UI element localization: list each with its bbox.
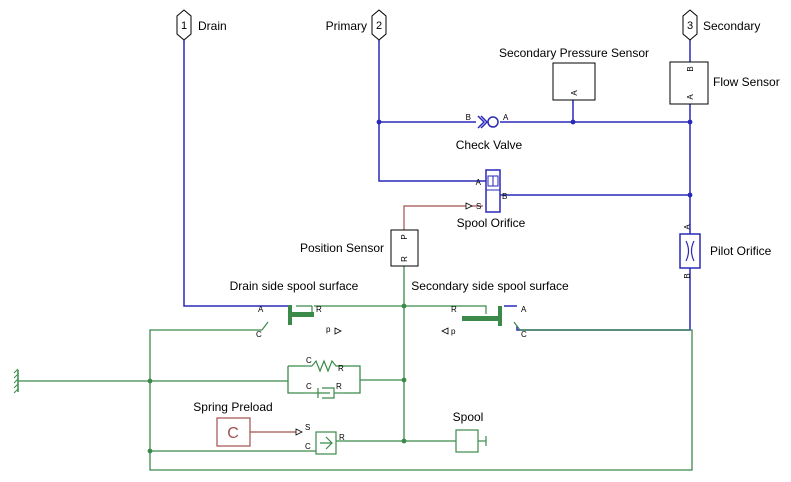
force-source-port-r: R (339, 433, 345, 442)
secondary-surface-port-r: R (451, 305, 457, 314)
check-valve-label: Check Valve (456, 138, 523, 152)
secondary-port-block[interactable]: 3 Secondary (682, 9, 760, 41)
mass-icon (455, 429, 479, 453)
pilot-orifice-port-b: B (683, 273, 692, 278)
damper-port-c: C (306, 382, 312, 391)
secondary-side-spool-surface-block[interactable]: Secondary side spool surface R A C p (411, 279, 569, 339)
signal-input-arrow-icon (295, 428, 303, 436)
physical-signal-connections (250, 205, 483, 433)
c-reference-loop[interactable] (149, 329, 693, 471)
secondary-port-label: Secondary (703, 19, 760, 33)
spring-port-r: R (338, 364, 344, 373)
flow-sensor-port-a: A (686, 94, 695, 100)
force-source-port-c: C (305, 442, 311, 451)
force-source-block[interactable]: S C R (295, 423, 345, 455)
spool-mass-block[interactable]: Spool (453, 410, 487, 453)
primary-port-number: 2 (376, 20, 382, 32)
check-valve-block[interactable]: B A Check Valve (456, 113, 523, 152)
spring-icon (311, 359, 344, 373)
mechanical-connections (18, 265, 693, 471)
position-sensor-port-r: R (400, 256, 409, 262)
position-sensor-block[interactable]: P R Position Sensor (300, 229, 419, 267)
spring-preload-block[interactable]: Spring Preload C (193, 400, 273, 447)
secondary-port-number: 3 (687, 20, 693, 32)
check-valve-port-a: A (503, 113, 509, 122)
spool-orifice-port-s: S (476, 202, 481, 211)
spring-damper-c-link[interactable] (287, 366, 305, 394)
force-source-port-s: S (305, 423, 310, 432)
drain-port-label: Drain (198, 19, 227, 33)
damper-port-r: R (336, 382, 342, 391)
flow-sensor-block[interactable]: B A Flow Sensor (669, 61, 780, 105)
signal-output-arrow-icon (441, 327, 449, 335)
secondary-pressure-sensor-block[interactable]: Secondary Pressure Sensor A (499, 46, 649, 101)
spool-orifice-label: Spool Orifice (457, 216, 526, 230)
primary-port-block[interactable]: 2 Primary (326, 9, 387, 41)
pilot-orifice-port-a: A (683, 224, 692, 230)
signal-output-arrow-icon (334, 327, 342, 335)
primary-port-label: Primary (326, 19, 367, 33)
pilot-orifice-label: Pilot Orifice (710, 244, 772, 258)
spring-preload-label: Spring Preload (193, 400, 272, 414)
drain-surface-port-a: A (258, 305, 264, 314)
junction-dot (401, 303, 407, 309)
flow-sensor-label: Flow Sensor (713, 75, 780, 89)
junction-dot (687, 192, 693, 198)
pilot-orifice-block[interactable]: A B Pilot Orifice (679, 224, 772, 279)
check-valve-ball-icon (487, 116, 499, 128)
damper-block[interactable]: C R (305, 382, 344, 399)
drain-line[interactable] (183, 40, 286, 307)
position-sensor-label: Position Sensor (300, 241, 384, 255)
spring-preload-constant: C (227, 425, 239, 442)
junction-dot (376, 119, 382, 125)
drain-surface-port-c: C (256, 330, 262, 339)
position-sensor-port-p: P (400, 234, 409, 239)
junction-dot (147, 378, 153, 384)
spool-orifice-block[interactable]: A B S Spool Orifice (457, 169, 526, 230)
check-valve-port-b: B (466, 113, 471, 122)
drain-surface-port-p: p (326, 325, 331, 334)
secondary-surface-port-a: A (521, 305, 527, 314)
secondary-surface-label: Secondary side spool surface (411, 279, 569, 293)
pilot-to-secondary-surface-line[interactable] (516, 268, 691, 331)
drain-port-block[interactable]: 1 Drain (176, 9, 227, 41)
spool-orifice-port-a: A (476, 178, 482, 187)
junction-dot (147, 448, 153, 454)
force-arrow-icon (320, 436, 333, 450)
junction-dot (687, 119, 693, 125)
secondary-surface-port-p: p (451, 327, 456, 336)
drain-surface-label: Drain side spool surface (230, 279, 359, 293)
secondary-surface-port-c: C (521, 330, 527, 339)
signal-input-arrow-icon (465, 202, 473, 210)
spring-block[interactable]: C R (305, 356, 344, 373)
primary-line[interactable] (378, 40, 486, 182)
drain-surface-port-r: R (316, 305, 322, 314)
secondary-pressure-sensor-label: Secondary Pressure Sensor (499, 46, 649, 60)
drain-side-spool-surface-block[interactable]: Drain side spool surface A R C p (230, 279, 359, 339)
damper-icon (317, 387, 335, 399)
pressure-sensor-port-a: A (570, 90, 579, 96)
junction-dot (401, 377, 407, 383)
spool-label: Spool (453, 410, 484, 424)
junction-dot (570, 119, 576, 125)
spring-port-c: C (306, 356, 312, 365)
junction-dot (401, 438, 407, 444)
spring-damper-r-link[interactable] (344, 365, 361, 394)
drain-port-number: 1 (181, 20, 187, 32)
mechanical-ground-icon (13, 368, 19, 394)
flow-sensor-port-b: B (686, 66, 695, 71)
spool-orifice-port-b: B (502, 192, 507, 201)
position-to-spool-orifice-signal[interactable] (403, 205, 483, 230)
